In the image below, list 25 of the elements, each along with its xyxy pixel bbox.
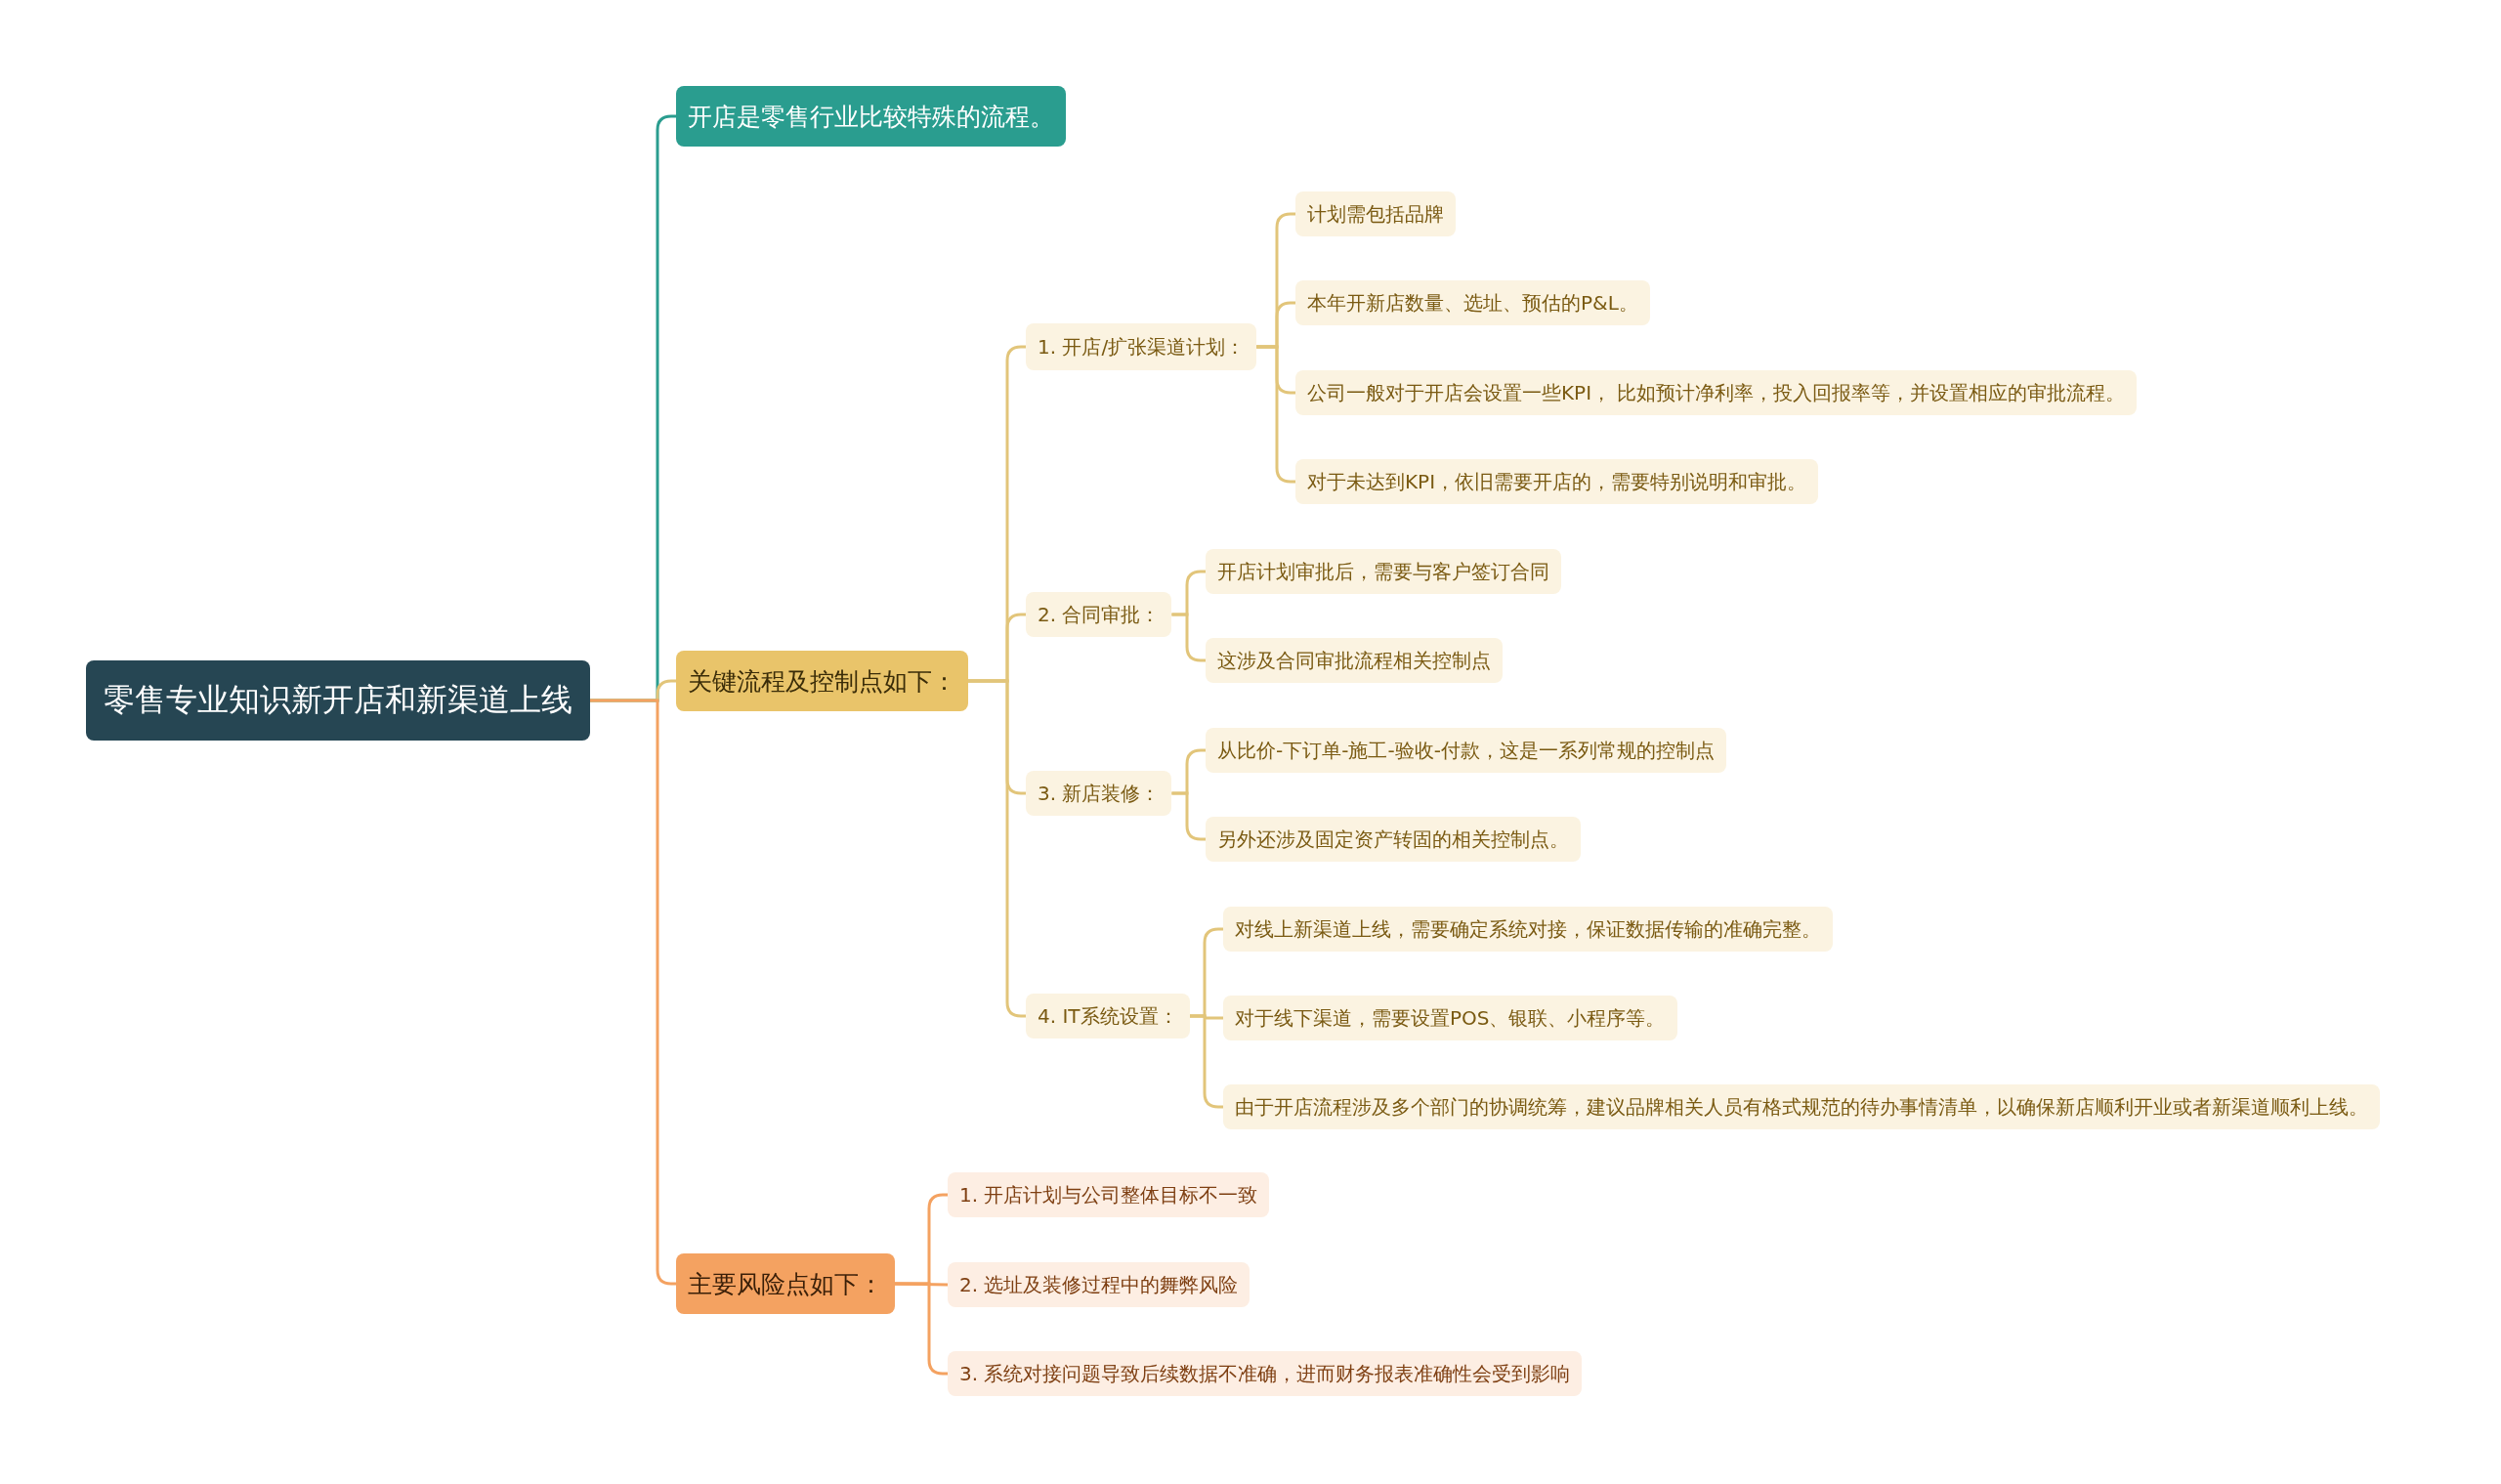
detail-topic: 对线上新渠道上线，需要确定系统对接，保证数据传输的准确完整。	[1223, 907, 1833, 952]
connector-line	[1171, 791, 1206, 841]
detail-topic: 公司一般对于开店会设置一些KPI， 比如预计净利率，投入回报率等，并设置相应的审批流程。	[1295, 370, 2138, 415]
detail-topic: 另外还涉及固定资产转固的相关控制点。	[1206, 817, 1581, 862]
main-branch-topic: 开店是零售行业比较特殊的流程。	[676, 86, 1066, 147]
subtopic: 4. IT系统设置：	[1026, 994, 1190, 1039]
connector-line	[895, 1282, 948, 1376]
subtopic: 3. 系统对接问题导致后续数据不准确，进而财务报表准确性会受到影响	[948, 1351, 1583, 1396]
detail-topic: 由于开店流程涉及多个部门的协调统筹，建议品牌相关人员有格式规范的待办事情清单，以确保新店顺利开业或者新渠道顺利上线。	[1223, 1084, 2380, 1129]
detail-topic: 计划需包括品牌	[1295, 191, 1456, 236]
subtopic: 1. 开店/扩张渠道计划：	[1026, 323, 1257, 370]
detail-topic: 对于线下渠道，需要设置POS、银联、小程序等。	[1223, 996, 1677, 1040]
main-branch-topic: 关键流程及控制点如下：	[676, 651, 968, 711]
detail-topic: 对于未达到KPI，依旧需要开店的，需要特别说明和审批。	[1295, 459, 1819, 504]
detail-topic: 这涉及合同审批流程相关控制点	[1206, 638, 1503, 683]
subtopic: 2. 合同审批：	[1026, 592, 1172, 637]
main-branch-topic: 主要风险点如下：	[676, 1253, 895, 1314]
detail-topic: 从比价-下订单-施工-验收-付款，这是一系列常规的控制点	[1206, 728, 1726, 773]
central-topic: 零售专业知识新开店和新渠道上线	[86, 660, 590, 741]
detail-topic: 本年开新店数量、选址、预估的P&L。	[1295, 280, 1650, 325]
subtopic: 2. 选址及装修过程中的舞弊风险	[948, 1262, 1250, 1307]
subtopic: 1. 开店计划与公司整体目标不一致	[948, 1172, 1270, 1217]
connector-line	[1171, 613, 1206, 662]
detail-topic: 开店计划审批后，需要与客户签订合同	[1206, 549, 1561, 594]
subtopic: 3. 新店装修：	[1026, 771, 1172, 816]
